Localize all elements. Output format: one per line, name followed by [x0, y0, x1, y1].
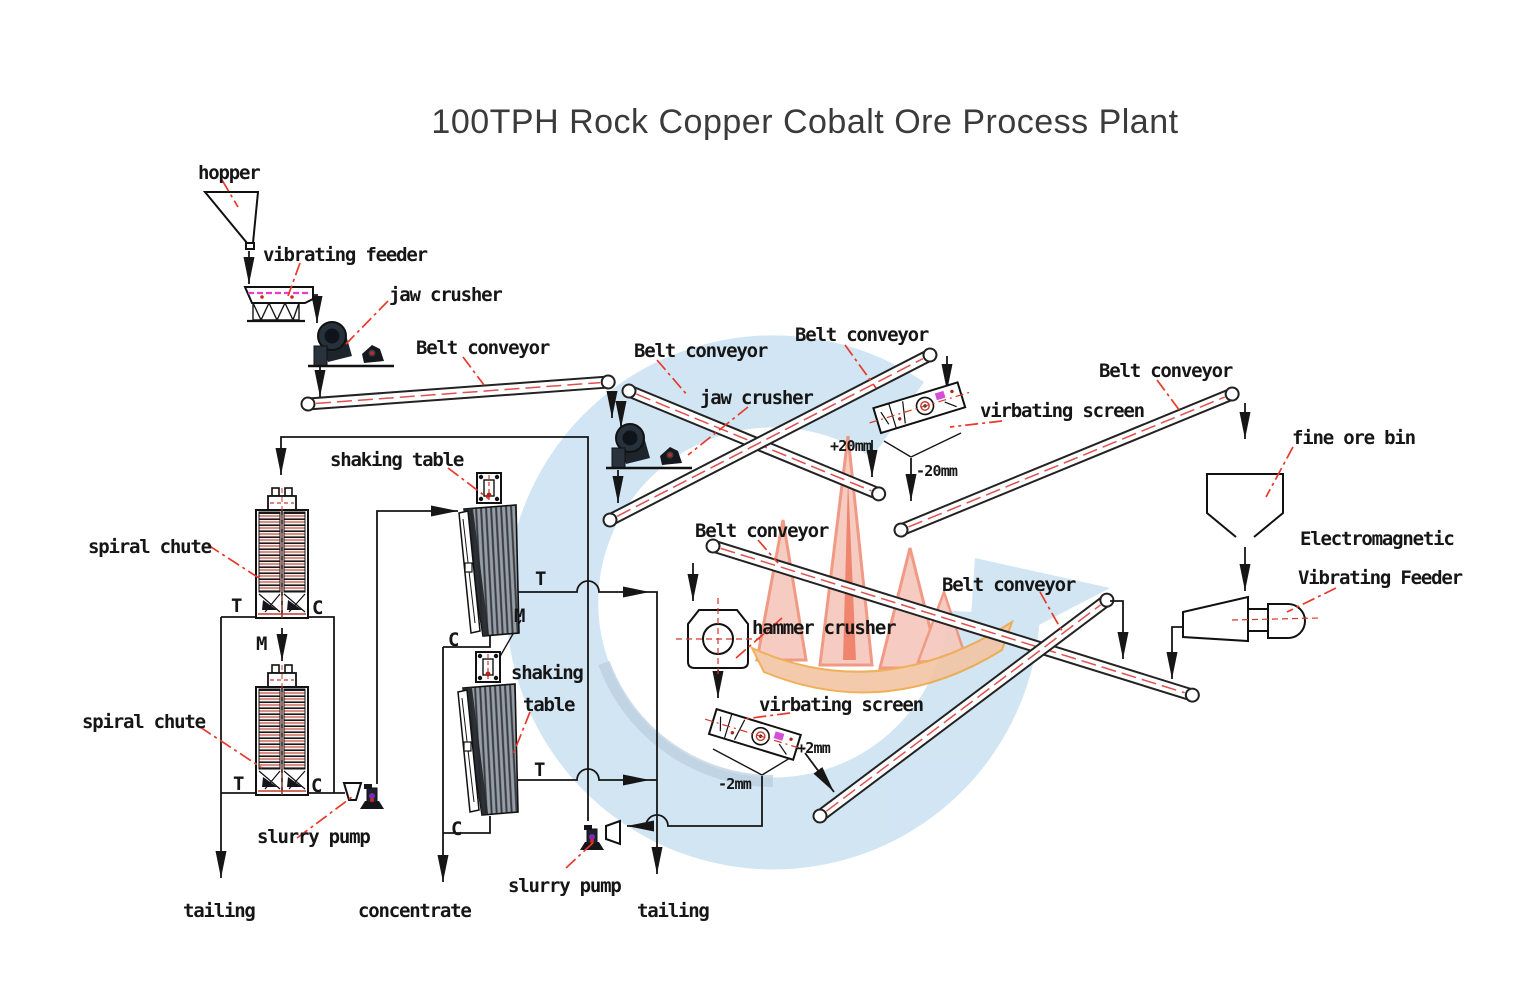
label-belt-conveyor-4: Belt conveyor [1099, 360, 1233, 382]
label-slurry-pump-1: slurry pump [257, 826, 370, 848]
label-plus2mm: +2mm [797, 739, 831, 757]
flow-lines [221, 251, 1251, 882]
electromagnetic-vibrating-feeder-shape [1182, 595, 1321, 643]
label-shaking-table-2-line2: table [523, 694, 575, 716]
label-jaw-crusher-1: jaw crusher [389, 284, 502, 306]
stream-m-chute1: M [256, 633, 267, 655]
logo-watermark [506, 335, 1110, 870]
label-belt-conveyor-3: Belt conveyor [795, 324, 929, 346]
spiral-chute-1-shape [255, 487, 309, 619]
belt-conveyor-4 [893, 386, 1240, 538]
label-tailing-2: tailing [637, 900, 709, 922]
diagram-title: 100TPH Rock Copper Cobalt Ore Process Pl… [431, 103, 1178, 141]
fine-ore-bin-shape [1206, 473, 1284, 538]
label-vibrating-feeder: vibrating feeder [263, 244, 428, 266]
label-spiral-chute-1: spiral chute [88, 536, 212, 558]
slurry-pump-1-shape [342, 782, 385, 810]
stream-c-chute2: C [311, 775, 322, 797]
belt-conveyor-6 [812, 592, 1115, 824]
stream-m-table1: M [514, 605, 525, 627]
label-fine-ore-bin: fine ore bin [1292, 427, 1415, 449]
label-concentrate: concentrate [358, 900, 471, 922]
label-belt-conveyor-5: Belt conveyor [695, 520, 829, 542]
label-shaking-table-1: shaking table [330, 449, 464, 471]
label-hammer-crusher: hammer crusher [752, 617, 896, 639]
shaking-table-1-shape [458, 472, 520, 637]
stream-c-table2: C [451, 818, 462, 840]
label-shaking-table-2-line1: shaking [511, 662, 583, 684]
label-belt-conveyor-1: Belt conveyor [416, 337, 550, 359]
belt-conveyor-1 [300, 374, 616, 412]
label-belt-conveyor-6: Belt conveyor [942, 574, 1076, 596]
belt-conveyor-5 [705, 538, 1200, 703]
stream-c-table1: C [448, 629, 459, 651]
belt-conveyor-3 [602, 347, 938, 528]
label-electromagnetic: Electromagnetic [1300, 528, 1454, 550]
jaw-crusher-1-shape [306, 320, 396, 368]
hopper-shape [202, 191, 260, 250]
hammer-crusher-shape [676, 598, 760, 678]
label-virbating-screen-2: virbating screen [759, 694, 923, 716]
label-tailing-1: tailing [183, 900, 255, 922]
label-minus2mm: -2mm [718, 775, 752, 793]
label-minus20mm: -20mm [916, 462, 958, 480]
spiral-chute-2-shape [255, 664, 309, 796]
shaking-table-2-shape [457, 651, 519, 816]
stream-t-chute2: T [233, 773, 244, 795]
label-hopper: hopper [198, 162, 260, 184]
label-spiral-chute-2: spiral chute [82, 711, 206, 733]
label-virbating-screen-1: virbating screen [980, 400, 1144, 422]
label-plus20mm: +20mm [830, 437, 872, 455]
vibrating-feeder-shape [243, 286, 314, 323]
label-belt-conveyor-2: Belt conveyor [634, 340, 768, 362]
label-vibrating-feeder-em: Vibrating Feeder [1298, 567, 1463, 589]
watermark-ring-shade [598, 660, 774, 787]
stream-t-table2: T [534, 759, 545, 781]
label-jaw-crusher-2: jaw crusher [700, 387, 813, 409]
stream-t-chute1: T [231, 595, 242, 617]
label-slurry-pump-2: slurry pump [508, 875, 621, 897]
stream-t-table1: T [535, 568, 546, 590]
slurry-pump-2-shape [579, 819, 621, 851]
stream-c-chute1: C [312, 597, 323, 619]
leader-lines [199, 179, 1337, 869]
watermark-ring [506, 335, 1040, 870]
